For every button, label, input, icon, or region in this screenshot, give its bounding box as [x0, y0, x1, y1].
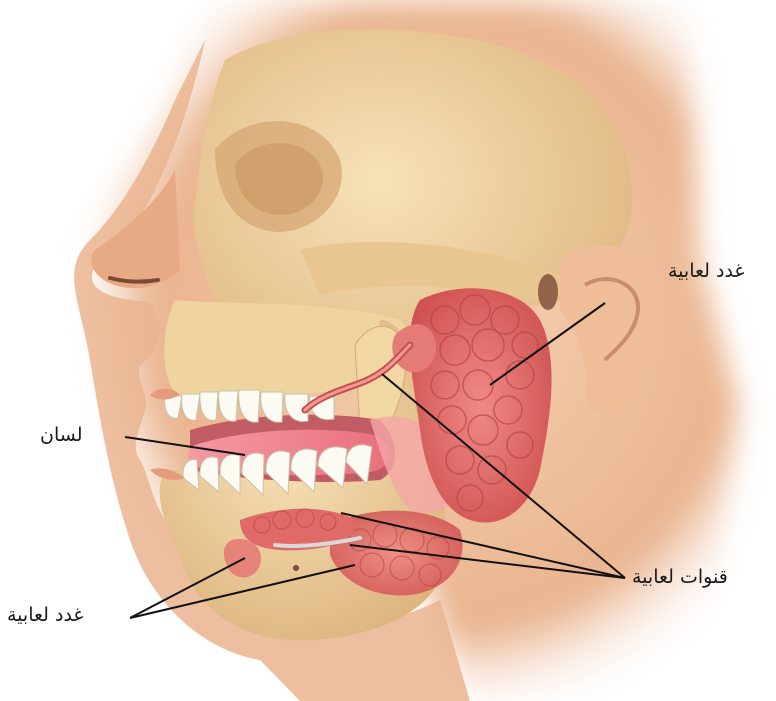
label-tongue: لسان — [40, 426, 82, 445]
label-salivary-glands-parotid: غدد لعابية — [668, 262, 744, 281]
label-salivary-ducts: قنوات لعابية — [632, 568, 728, 587]
label-salivary-glands-lower: غدد لعابية — [7, 606, 83, 625]
